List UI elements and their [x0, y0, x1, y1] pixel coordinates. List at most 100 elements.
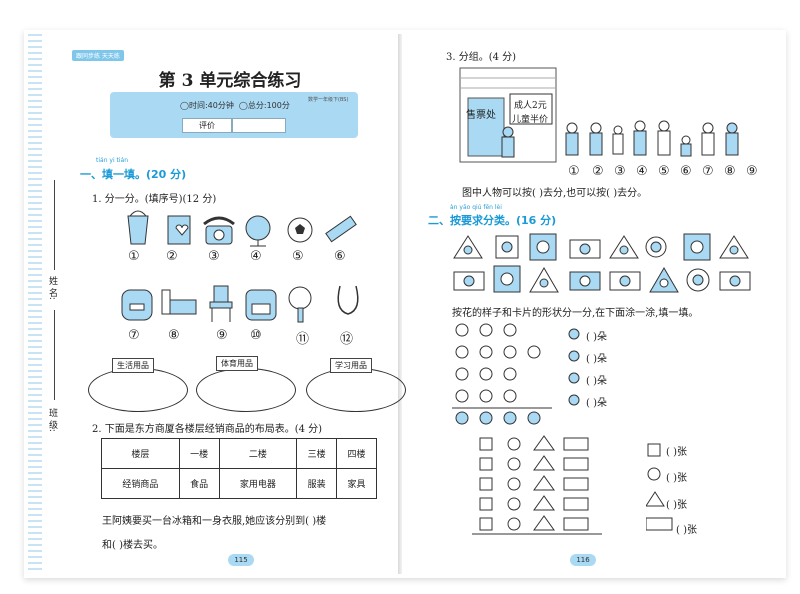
margin-rule — [54, 180, 55, 270]
table-cell: 家具 — [336, 468, 377, 499]
square-card-icon — [529, 233, 557, 261]
shape-count-blank[interactable]: ( )张 — [666, 447, 687, 458]
grade-label: 评价 — [182, 118, 232, 133]
shape-count-blank[interactable]: ( )张 — [666, 500, 687, 511]
table-cell: 四楼 — [336, 438, 377, 469]
person-icon — [657, 120, 671, 156]
time-text: ◯时间:40分钟 — [180, 101, 234, 110]
ruler-icon — [325, 215, 357, 243]
question-3: 3. 分组。(4 分) — [446, 52, 517, 63]
objects-row-2 — [121, 285, 359, 323]
person-number: ① — [568, 164, 580, 179]
schoolbag-icon — [245, 289, 277, 321]
group-label: 体育用品 — [216, 356, 258, 371]
object-number: ⑦ — [128, 328, 140, 343]
chair-icon — [209, 285, 233, 322]
group-ellipse[interactable] — [88, 368, 188, 412]
circle-card-icon — [686, 268, 710, 292]
price-sign-line-1: 成人2元 — [514, 101, 547, 111]
flower-color-grid — [452, 323, 552, 425]
table-row: 经销商品 食品 家用电器 服装 家具 — [101, 468, 377, 499]
shape-legend — [646, 443, 673, 531]
shape-count-blank[interactable]: ( )张 — [666, 473, 687, 484]
object-number: ⑩ — [250, 328, 262, 343]
table-cell: 二楼 — [218, 438, 298, 469]
person-icon — [612, 125, 624, 155]
person-icon — [680, 135, 692, 157]
person-icon — [565, 122, 579, 156]
table-cell: 食品 — [178, 468, 220, 499]
table-cell: 经销商品 — [101, 468, 180, 499]
person-number: ⑥ — [680, 164, 692, 179]
person-icon — [633, 120, 647, 156]
group-ellipse[interactable] — [196, 368, 296, 412]
flower-count-blank[interactable]: ( )朵 — [586, 332, 607, 343]
object-number: ⑥ — [334, 249, 346, 264]
object-number: ③ — [208, 249, 220, 264]
card-icon — [167, 215, 191, 245]
table-cell: 楼层 — [101, 438, 180, 469]
flower-count-blank[interactable]: ( )朵 — [586, 376, 607, 387]
person-number: ⑦ — [702, 164, 714, 179]
shape-count-blank[interactable]: ( )张 — [676, 525, 697, 536]
triangle-card-icon — [649, 267, 679, 293]
question-3-answer: 图中人物可以按( )去分,也可以按( )去分。 — [462, 188, 648, 199]
person-number: ③ — [614, 164, 626, 179]
time-limit: ◯时间:40分钟 ◯总分:100分 — [180, 100, 290, 111]
person-icon — [725, 122, 739, 156]
group-label: 学习用品 — [330, 358, 372, 373]
ticket-office-scene — [459, 67, 739, 163]
page-number: 116 — [570, 554, 596, 566]
globe-icon — [245, 215, 271, 247]
rectangle-card-icon — [453, 271, 485, 291]
rectangle-card-icon — [569, 239, 601, 259]
margin-rule — [54, 310, 55, 400]
object-number: ② — [166, 249, 178, 264]
book-gutter — [398, 34, 402, 574]
triangle-card-icon — [719, 235, 749, 259]
grade-blank[interactable] — [232, 118, 286, 133]
class-label: 班 级: — [47, 408, 57, 432]
telephone-icon — [203, 216, 235, 245]
page-title: 第 3 单元综合练习 — [158, 71, 302, 91]
margin-strip — [28, 34, 42, 574]
rectangle-card-icon — [609, 271, 641, 291]
person-number: ⑤ — [658, 164, 670, 179]
section2-pinyin: àn yāo qiú fēn lèi — [450, 204, 502, 211]
shape-color-grid — [472, 435, 602, 535]
square-card-icon — [495, 235, 519, 259]
jump-rope-icon — [337, 285, 359, 315]
flower-count-blank[interactable]: ( )朵 — [586, 354, 607, 365]
name-label: 姓 名: — [47, 276, 57, 300]
square-card-icon — [493, 265, 521, 293]
classification-instruction: 按花的样子和卡片的形状分一分,在下面涂一涂,填一填。 — [452, 308, 699, 319]
person-icon — [701, 122, 715, 156]
triangle-card-icon — [529, 267, 559, 293]
person-number: ⑧ — [724, 164, 736, 179]
rice-cooker-icon — [121, 289, 153, 321]
object-number: ⑪ — [296, 332, 310, 347]
flower-cards — [453, 233, 751, 293]
table-row: 楼层 一楼 二楼 三楼 四楼 — [101, 438, 377, 469]
object-number: ⑨ — [216, 328, 228, 343]
person-icon — [501, 126, 515, 158]
ping-pong-paddle-icon — [288, 286, 312, 323]
objects-row-1 — [127, 210, 357, 247]
object-number: ① — [128, 249, 140, 264]
question-2-text: 和( )楼去买。 — [102, 540, 163, 551]
table-cell: 服装 — [296, 468, 338, 499]
object-number: ⑧ — [168, 328, 180, 343]
rectangle-card-icon — [719, 271, 751, 291]
flower-legend — [568, 328, 580, 406]
table-cell: 家用电器 — [218, 468, 298, 499]
square-card-icon — [683, 233, 711, 261]
object-number: ⑤ — [292, 249, 304, 264]
floor-table: 楼层 一楼 二楼 三楼 四楼 经销商品 食品 家用电器 服装 家具 — [101, 438, 377, 499]
person-number: ④ — [636, 164, 648, 179]
flower-count-blank[interactable]: ( )朵 — [586, 398, 607, 409]
group-label: 生活用品 — [112, 358, 154, 373]
group-ellipse[interactable] — [306, 368, 406, 412]
person-icon — [589, 122, 603, 156]
person-number: ② — [592, 164, 604, 179]
